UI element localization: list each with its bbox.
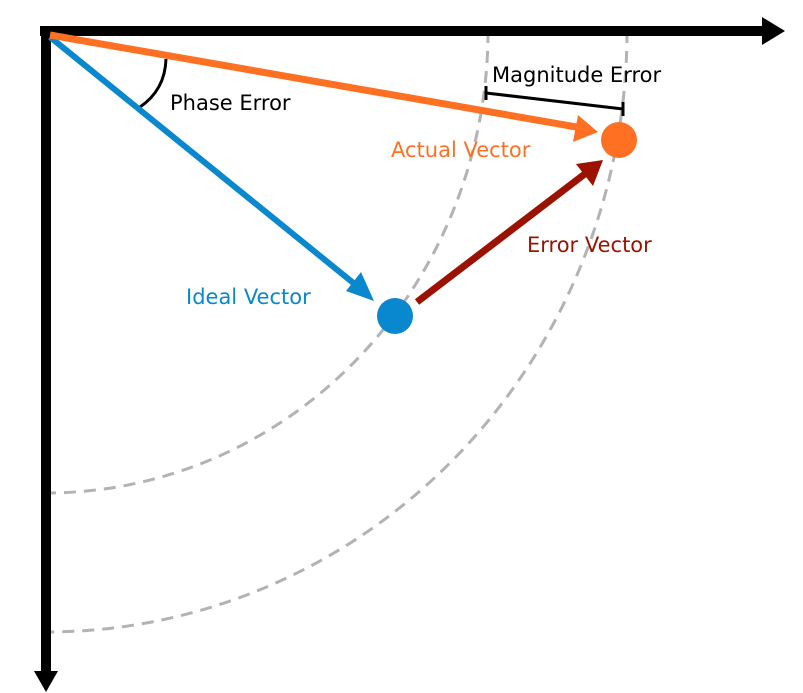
- actual-vector-arrow: [49, 31, 598, 142]
- actual-point: [601, 122, 637, 158]
- ideal-vector-arrow: [48, 34, 374, 301]
- magnitude-error-bracket: [484, 86, 625, 116]
- horizontal-axis: [40, 17, 785, 45]
- error-vector-label: Error Vector: [527, 233, 652, 257]
- axis-arrowhead-right: [762, 17, 785, 45]
- inner-magnitude-arc: [45, 30, 490, 495]
- phase-error-label: Phase Error: [170, 91, 291, 115]
- axis-arrowhead-down: [34, 671, 58, 692]
- vertical-axis: [34, 26, 58, 692]
- error-vector-arrow: [414, 160, 603, 305]
- actual-vector-label: Actual Vector: [391, 138, 531, 162]
- ideal-point: [377, 298, 413, 334]
- outer-magnitude-arc: [45, 30, 629, 634]
- ideal-vector-label: Ideal Vector: [186, 285, 311, 309]
- magnitude-error-label: Magnitude Error: [492, 63, 661, 87]
- phase-error-angle-arc: [139, 58, 168, 109]
